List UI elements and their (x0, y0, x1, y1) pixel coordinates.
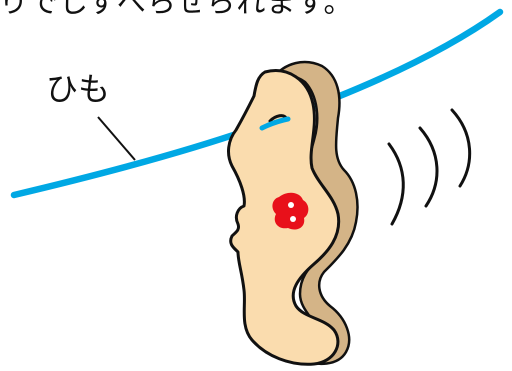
sound-wave-inner (387, 142, 405, 226)
sound-wave-outer (450, 108, 472, 188)
sound-wave-arcs-icon (387, 108, 472, 226)
string-label: ひも (46, 70, 111, 108)
string-through-slit (259, 116, 291, 131)
red-ear-mark-icon (272, 192, 309, 230)
caption-text: りでしずぺらせられます。 (0, 0, 354, 19)
label-leader-line (97, 116, 136, 161)
sound-wave-middle (418, 126, 439, 208)
